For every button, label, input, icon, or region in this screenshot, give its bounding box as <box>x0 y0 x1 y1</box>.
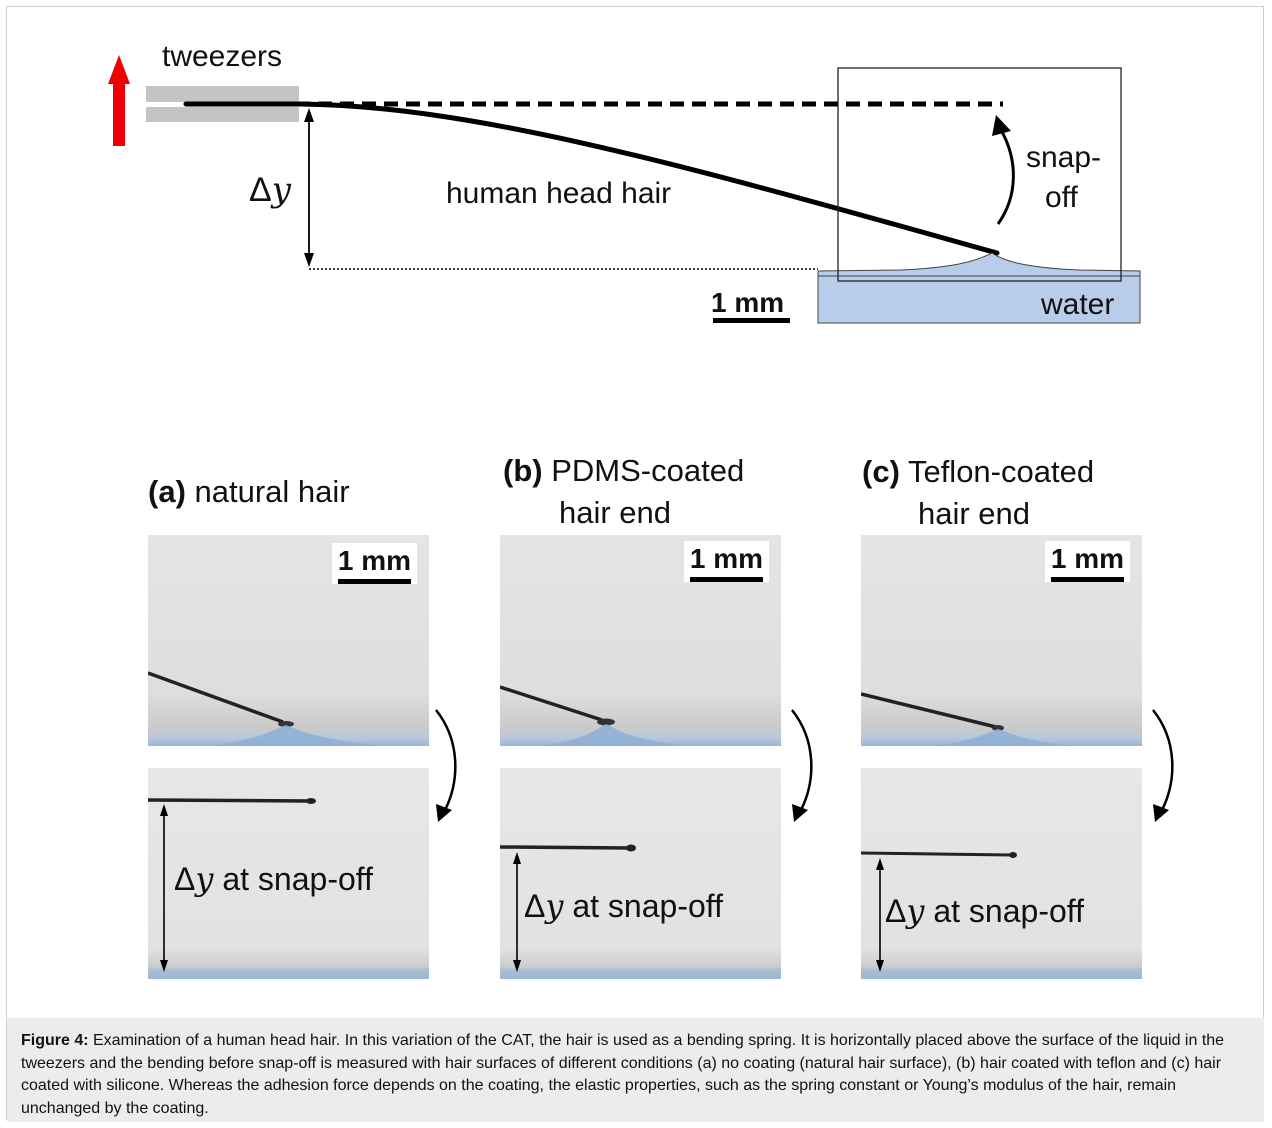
panel-a-dy-text: at snap-off <box>213 861 373 897</box>
panel-c-scale-bar <box>1050 577 1124 582</box>
panel-b-photo-after: Δy at snap-off <box>500 768 781 979</box>
panel-c-title: (c) Teflon-coated <box>862 452 1094 492</box>
snap-off-arrow-icon <box>992 115 1015 225</box>
panel-b-before-drawing <box>500 685 690 746</box>
meniscus <box>817 252 1141 277</box>
panel-b-dy-label: Δy at snap-off <box>524 887 723 925</box>
panel-b-dy-text: at snap-off <box>563 888 723 924</box>
water-label: water <box>1041 288 1115 321</box>
pull-up-arrow-icon <box>108 55 130 146</box>
hair-label: human head hair <box>446 177 672 210</box>
panel-c-dy-var: y <box>906 892 925 930</box>
caption-text: Examination of a human head hair. In thi… <box>21 1032 1225 1117</box>
panel-a-scale-bar <box>337 579 411 584</box>
hair-curve <box>183 101 1000 256</box>
panel-a-after-drawing <box>148 798 316 972</box>
schematic-drawing <box>108 55 1141 324</box>
panel-b-photo-before: 1 mm <box>500 535 781 746</box>
panel-b-title-line2: hair end <box>559 495 672 530</box>
panel-b-after-drawing <box>500 844 636 972</box>
panel-c-photo-after: Δy at snap-off <box>861 768 1142 979</box>
panel-b-scale-label: 1 mm <box>689 543 763 574</box>
panel-a-scale: 1 mm <box>331 543 417 584</box>
panel-c-photo-before: 1 mm <box>861 535 1142 746</box>
panel-c-title-line2: hair end <box>918 496 1031 531</box>
zoom-box <box>837 67 1122 282</box>
figure-caption: Figure 4: Examination of a human head ha… <box>7 1018 1264 1122</box>
caption-label: Figure 4: <box>21 1032 89 1049</box>
panel-a-dy-symbol: Δ <box>174 861 196 897</box>
panel-a-letter: (a) <box>148 474 186 509</box>
tweezers-label: tweezers <box>162 40 283 73</box>
schematic-scale-bar <box>713 318 790 323</box>
panel-a-title: (a) natural hair <box>148 472 350 512</box>
panel-c-dy-symbol: Δ <box>885 893 907 929</box>
panel-c-dy-text: at snap-off <box>924 893 1084 929</box>
panel-c-letter: (c) <box>862 454 900 489</box>
panel-b-dy-var: y <box>545 887 564 925</box>
panel-b-letter: (b) <box>503 453 543 488</box>
delta-var: y <box>271 170 291 210</box>
delta-symbol: Δ <box>249 171 272 209</box>
delta-y-arrow <box>304 108 314 267</box>
panel-a-photo-after: Δy at snap-off <box>148 768 429 979</box>
panel-b-scale-bar <box>689 577 763 582</box>
panel-c-scale-label: 1 mm <box>1050 543 1124 574</box>
panel-b-scale: 1 mm <box>683 541 769 582</box>
panel-a-before-drawing <box>148 671 388 746</box>
water-body <box>817 270 1141 324</box>
panel-c-scale: 1 mm <box>1044 541 1130 582</box>
delta-y-label: Δy <box>249 170 291 210</box>
schematic-scale-label: 1 mm <box>711 287 785 318</box>
snap-label-line2: off <box>1045 181 1078 214</box>
panel-b-snap-arrow-icon <box>791 709 813 822</box>
panel-b-title: (b) PDMS-coated <box>503 451 744 491</box>
panel-a-title-text: natural hair <box>194 474 350 509</box>
panel-a-dy-label: Δy at snap-off <box>174 860 373 898</box>
panel-a-snap-arrow-icon <box>435 709 457 822</box>
snap-label-line1: snap- <box>1026 141 1102 174</box>
panel-a-dy-var: y <box>195 860 214 898</box>
panel-c-title-text: Teflon-coated <box>907 454 1095 489</box>
tweezers-shape <box>146 86 299 122</box>
panel-a-scale-label: 1 mm <box>337 545 411 576</box>
panel-a-photo-before: 1 mm <box>148 535 429 746</box>
panel-c-dy-label: Δy at snap-off <box>885 892 1084 930</box>
panel-b-title-text: PDMS-coated <box>551 453 745 488</box>
panel-c-before-drawing <box>861 692 1076 746</box>
panel-b-dy-symbol: Δ <box>524 888 546 924</box>
panel-c-after-drawing <box>861 851 1017 972</box>
panel-c-snap-arrow-icon <box>1152 709 1174 822</box>
